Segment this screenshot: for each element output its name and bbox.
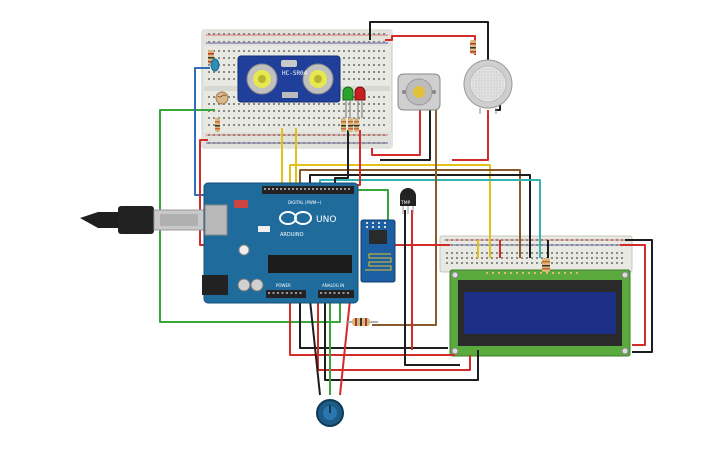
atmega-chip xyxy=(268,255,352,273)
wire-green-loop xyxy=(159,109,341,323)
wire-black-right xyxy=(625,239,653,353)
wire-red-bottom xyxy=(289,300,455,356)
ultrasonic-sensor[interactable]: HC-SR04 xyxy=(237,55,341,103)
red-led[interactable] xyxy=(354,86,366,118)
arduino-model-label: UNO xyxy=(316,215,336,225)
wire-yellow-1 xyxy=(289,164,491,258)
usb-cable[interactable] xyxy=(80,206,205,234)
wifi-module[interactable] xyxy=(360,219,396,283)
temperature-sensor[interactable]: TMP xyxy=(400,188,416,214)
lcd-display[interactable] xyxy=(449,269,631,357)
arduino-logo xyxy=(279,211,312,225)
gas-sensor[interactable] xyxy=(463,59,513,114)
ultrasonic-label: HC-SR04 xyxy=(282,70,308,77)
bottom-resistor xyxy=(346,318,378,326)
wire-black-pot xyxy=(309,299,321,396)
lcd-screen xyxy=(464,292,616,334)
wire-black-bottom xyxy=(299,300,448,349)
capacitor[interactable] xyxy=(210,58,220,72)
wire-black-top xyxy=(369,21,489,60)
wire-black-2 xyxy=(309,174,531,258)
photoresistor[interactable] xyxy=(215,91,229,105)
wire-red-bottom-2 xyxy=(317,300,471,371)
wire-red-right xyxy=(620,244,646,346)
wires xyxy=(159,21,653,396)
arduino-power-label: POWER xyxy=(276,283,291,288)
wire-brown-motor xyxy=(372,110,437,326)
right-breadboard[interactable] xyxy=(439,235,633,273)
wire-red-top xyxy=(385,35,476,55)
tmp-label: TMP xyxy=(400,200,411,206)
arduino-pwm-label: DIGITAL (PWM~) xyxy=(288,200,322,205)
potentiometer[interactable] xyxy=(316,399,344,427)
arduino-uno-board[interactable]: ARDUINO UNO DIGITAL (PWM~) POWER ANALOG … xyxy=(202,182,359,304)
analog-header xyxy=(318,290,354,298)
arduino-brand-label: ARDUINO xyxy=(280,232,304,238)
wire-red-pot xyxy=(339,299,351,396)
wire-black-tmp xyxy=(404,210,460,366)
wire-red-gas xyxy=(452,110,489,161)
wire-black-motor xyxy=(380,110,431,161)
wire-brown-1 xyxy=(299,169,521,258)
arduino-analog-label: ANALOG IN xyxy=(322,283,344,288)
dc-motor[interactable] xyxy=(397,73,441,111)
wire-red-motor xyxy=(371,110,421,156)
wire-black-bottom-2 xyxy=(324,300,479,381)
green-led[interactable] xyxy=(342,86,354,118)
